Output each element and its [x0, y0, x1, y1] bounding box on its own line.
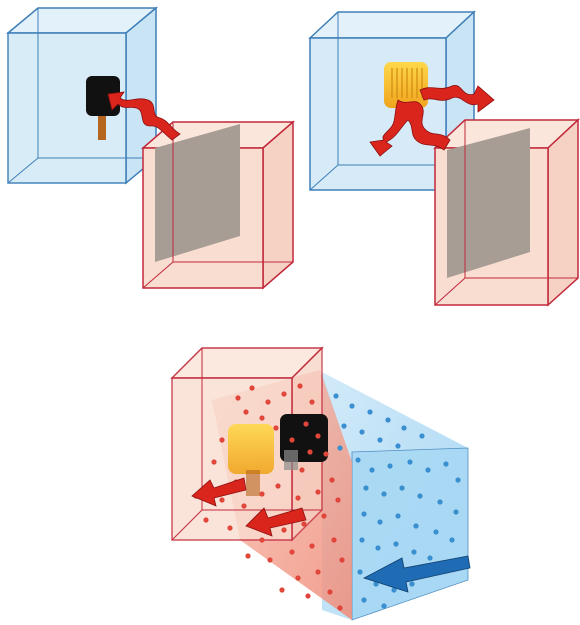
wavy-arrow-outgoing [419, 84, 495, 113]
red-flow-arrow-upper [191, 477, 247, 507]
gray-panel [447, 128, 530, 278]
panel-top-left [5, 6, 296, 290]
yellow-sensor [228, 424, 274, 496]
yellow-sensor [384, 62, 428, 108]
blue-box [5, 6, 159, 185]
red-box [433, 118, 580, 307]
red-box [140, 120, 296, 290]
panel-bottom [170, 346, 471, 621]
red-particles [193, 383, 345, 611]
blue-flow-arrow [362, 555, 471, 593]
red-flow-arrow-lower [245, 507, 307, 537]
panel-top-right [308, 10, 580, 307]
wavy-arrow-incoming [369, 99, 451, 157]
black-sensor [280, 414, 328, 470]
gray-panel [155, 124, 240, 262]
wavy-arrow [107, 91, 181, 141]
